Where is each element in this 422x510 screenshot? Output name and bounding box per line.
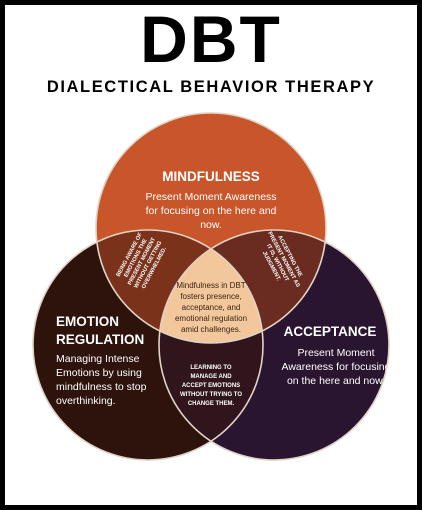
- emotion-regulation-heading: EMOTION: [56, 314, 119, 329]
- emotion-outline: [32, 229, 264, 461]
- emotion-regulation-line: mindfulness to stop: [56, 381, 147, 393]
- emotion-regulation-line: Emotions by using: [56, 367, 142, 379]
- emotion-regulation-heading: REGULATION: [56, 332, 144, 347]
- mindfulness-line: for focusing on the here and: [146, 205, 277, 217]
- emotion-regulation-line: Managing Intense: [56, 353, 140, 365]
- mindfulness-line: Present Moment Awareness: [145, 191, 276, 203]
- center-line: Mindfulness in DBT: [176, 281, 245, 290]
- acceptance-line: on the here and now.: [287, 375, 385, 387]
- center-line: acceptance, and: [182, 303, 241, 312]
- emotion-regulation-line: overthinking.: [56, 395, 116, 407]
- page-subtitle: DIALECTICAL BEHAVIOR THERAPY: [46, 78, 376, 96]
- acceptance-outline: [158, 229, 390, 461]
- center-line: emotional regulation: [175, 314, 247, 323]
- overlap-bottom-line: WITHOUT TRYING TO: [180, 392, 242, 398]
- overlap-bottom-line: ACCEPT EMOTIONS: [182, 383, 240, 389]
- mindfulness-heading: MINDFULNESS: [162, 169, 260, 184]
- page-title: DBT: [140, 2, 282, 76]
- overlap-bottom-line: MANAGE AND: [190, 374, 232, 380]
- overlap-bottom-line: CHANGE THEM.: [188, 401, 235, 407]
- mindfulness-line: now.: [200, 219, 222, 231]
- acceptance-line: Awareness for focusing: [282, 361, 391, 373]
- overlap-bottom-line: LEARNING TO: [190, 365, 232, 371]
- center-line: fosters presence,: [180, 292, 241, 301]
- mindfulness-outline: [95, 112, 327, 344]
- acceptance-heading: ACCEPTANCE: [284, 324, 377, 339]
- center-line: amid challenges.: [181, 325, 241, 334]
- center-overlap: [159, 230, 263, 343]
- acceptance-line: Present Moment: [297, 347, 374, 359]
